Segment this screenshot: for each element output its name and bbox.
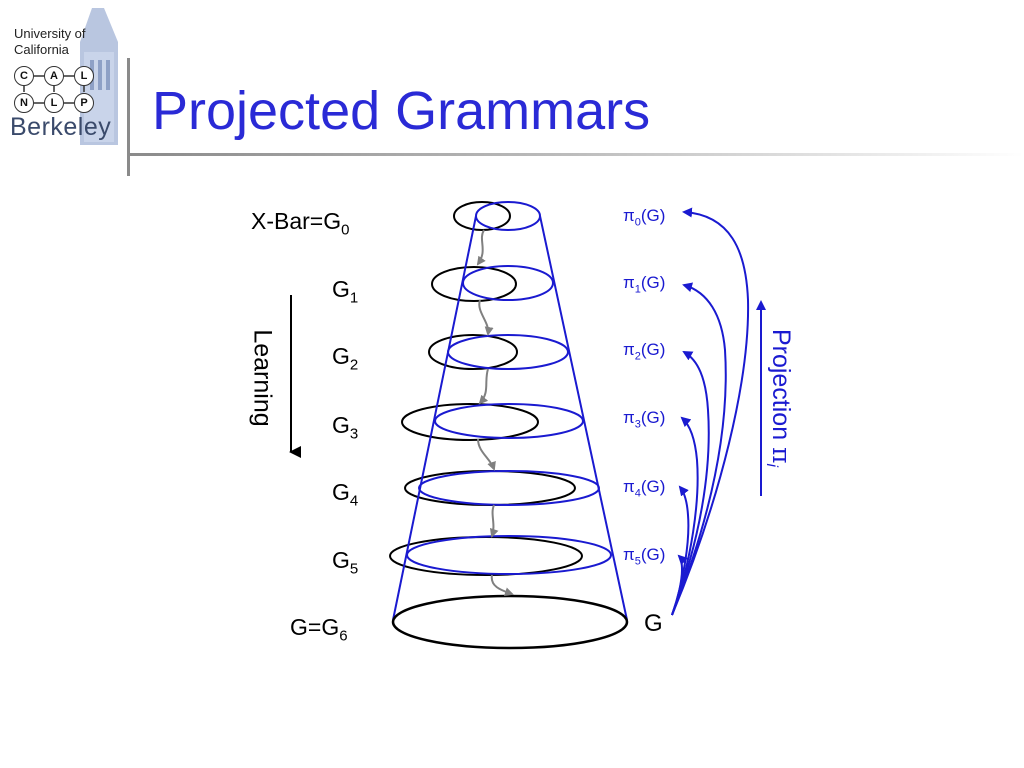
- title-horizontal-rule: [127, 153, 1024, 156]
- learning-step-arrow-2: [478, 368, 489, 405]
- projection-curve-5: [671, 554, 689, 616]
- grammar-label-3: G3: [332, 412, 359, 443]
- logo-node-l2: L: [44, 93, 64, 113]
- learning-step-arrow-0: [476, 229, 486, 266]
- full-grammar-ellipse: [391, 594, 629, 650]
- logo-node-c: C: [14, 66, 34, 86]
- projection-curve-2: [671, 351, 710, 616]
- learning-step-arrow-5: [490, 574, 514, 597]
- learned-grammar-ellipse-0: [453, 201, 511, 231]
- grammar-label-2: G2: [332, 343, 359, 374]
- learned-grammar-ellipse-5: [389, 536, 583, 576]
- learned-grammar-ellipse-3: [401, 403, 539, 441]
- learning-step-arrow-3: [477, 438, 496, 471]
- logo-university-line: University of: [14, 26, 86, 41]
- projection-label-1: π1(G): [623, 273, 666, 296]
- projection-ellipse-4: [418, 470, 600, 506]
- slide-title: Projected Grammars: [152, 81, 651, 141]
- learned-grammar-ellipse-1: [431, 266, 517, 302]
- grammar-label-1: G1: [332, 276, 359, 307]
- title-vertical-rule: [127, 58, 130, 176]
- learning-label: Learning: [248, 329, 277, 427]
- projection-curve-3: [671, 416, 699, 616]
- projection-ellipse-0: [475, 201, 541, 231]
- projection-label-3: π3(G): [623, 408, 666, 431]
- cone-left-side: [392, 215, 477, 621]
- learned-grammar-ellipse-2: [428, 334, 518, 370]
- full-grammar-label: G: [644, 610, 663, 637]
- projection-label-5: π5(G): [623, 545, 666, 568]
- logo-node-n: N: [14, 93, 34, 113]
- projection-curve-1: [671, 282, 727, 616]
- learning-step-arrow-1: [478, 299, 494, 336]
- projection-label-2: π2(G): [623, 340, 666, 363]
- grammar-label-0: X-Bar=G0: [251, 208, 350, 239]
- logo-california-line: California: [14, 42, 69, 57]
- grammar-label-5: G5: [332, 547, 359, 578]
- projection-ellipse-5: [406, 535, 612, 575]
- learning-step-arrow-4: [489, 504, 499, 538]
- projection-label-0: π0(G): [623, 206, 666, 229]
- logo-node-l: L: [74, 66, 94, 86]
- berkeley-logo: University of California C A L N L P Ber…: [0, 0, 140, 180]
- projection-ellipse-2: [447, 334, 569, 370]
- logo-node-a: A: [44, 66, 64, 86]
- projection-curve-0: [671, 207, 750, 616]
- logo-berkeley-wordmark: Berkeley: [10, 113, 112, 141]
- logo-node-p: P: [74, 93, 94, 113]
- projection-ellipse-3: [434, 403, 584, 439]
- projection-label-4: π4(G): [623, 477, 666, 500]
- grammar-label-6: G=G6: [290, 614, 348, 645]
- projection-label: Projection πi: [763, 328, 796, 468]
- grammar-label-4: G4: [332, 479, 359, 510]
- learned-grammar-ellipse-4: [404, 470, 576, 506]
- cone-right-side: [539, 215, 628, 621]
